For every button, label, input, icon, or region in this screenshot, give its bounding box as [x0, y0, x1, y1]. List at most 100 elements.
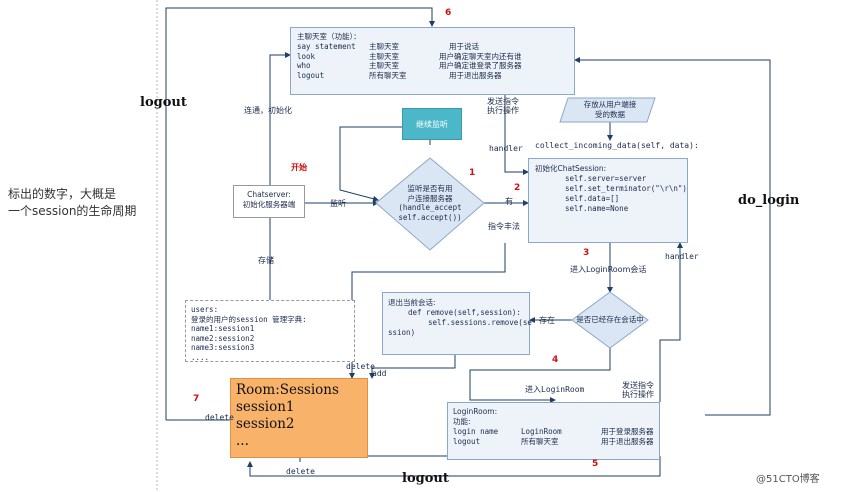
desc: 用户确定谁登录了服务器	[439, 61, 522, 70]
code-line: def remove(self,session):	[408, 308, 521, 317]
chatsession-title: 初始化ChatSession:	[535, 164, 607, 173]
code-line: self.data=[]	[565, 194, 620, 203]
side-note-line2: 一个session的生命周期	[8, 204, 137, 218]
chat-room-row: say statement 主聊天室 用于说话	[297, 42, 568, 52]
main-chat-room-box: 主聊天室（功能）： say statement 主聊天室 用于说话 look 主聊天室…	[290, 27, 575, 95]
users-line: name1:session1	[191, 324, 255, 333]
continue-listen-box: 继续监听	[402, 108, 462, 140]
decision-line: (handle_accept	[398, 203, 462, 212]
desc: 用于登录服务器	[601, 427, 654, 436]
room: 所有聊天室	[521, 436, 559, 446]
users-text: users: 登录的用户的session 管理字典: name1:session…	[191, 305, 349, 362]
cmd: say statement	[297, 42, 356, 51]
side-note-line1: 标出的数字，大概是	[8, 187, 117, 201]
chat-room-title: 主聊天室（功能）：	[297, 32, 361, 41]
login-room-subtitle: 功能:	[453, 417, 471, 426]
label-enter-login2: 进入LoginRoom	[525, 385, 585, 394]
label-send-cmd1: 发送指令	[487, 97, 519, 106]
code-line: self.name=None	[565, 204, 629, 213]
step-number-6: 6	[445, 8, 452, 18]
chatserver-box: Chatserver: 初始化服务器端	[233, 185, 305, 218]
login-room-row: logout 所有聊天室 用于退出服务器	[453, 437, 654, 447]
desc: 用于退出服务器	[449, 70, 502, 80]
exit-session-title: 退出当前会话:	[388, 298, 436, 307]
users-line: name2:session2	[191, 333, 255, 343]
decision-line: 户连接服务器	[407, 193, 453, 203]
label-do-login: do_login	[738, 193, 800, 208]
step-number-1: 1	[469, 168, 476, 178]
room: 所有聊天室	[369, 70, 407, 80]
cmd: who	[297, 61, 311, 70]
start-label: 开始	[291, 163, 307, 172]
step-number-3: 3	[583, 248, 590, 258]
label-delete2: delete	[205, 413, 234, 422]
cmd: look	[297, 51, 316, 61]
chat-room-row: look 主聊天室 用户确定聊天室内还有谁	[297, 52, 568, 62]
login-room-box: LoginRoom: 功能: login name LoginRoom 用于登录服务…	[447, 402, 660, 460]
chatserver-line2: 初始化服务器端	[242, 200, 296, 209]
collect-incoming-label: collect_incoming_data(self, data):	[535, 141, 699, 150]
code-line: self.set_terminator("\r\n")	[565, 184, 687, 193]
users-box: users: 登录的用户的session 管理字典: name1:session…	[185, 300, 355, 362]
side-note: 标出的数字，大概是 一个session的生命周期	[8, 186, 136, 220]
label-listen: 监听	[330, 199, 346, 208]
store-data-line: 存放从用户端接	[583, 100, 637, 109]
label-delete1: delete	[346, 362, 375, 371]
room-line: ...	[236, 433, 249, 449]
users-title: users:	[191, 305, 219, 314]
label-cmd-error: 指令丰法	[488, 222, 520, 231]
label-exists: 存在	[539, 316, 555, 325]
decision-in-session-text: 是否已经存在会话中	[576, 315, 644, 324]
room: LoginRoom	[521, 427, 562, 436]
label-handler2: handler	[665, 252, 699, 261]
cmd: logout	[453, 436, 481, 446]
exit-session-code: def remove(self,session): self.sessions.…	[388, 308, 532, 338]
room-line: session2	[236, 416, 295, 432]
label-connect-init: 连通，初始化	[244, 106, 292, 115]
label-add: add	[372, 369, 387, 378]
chatsession-code: self.server=server self.set_terminator("…	[535, 174, 687, 214]
label-store: 存储	[258, 256, 274, 265]
users-line: ....	[191, 352, 210, 362]
room: 主聊天室	[369, 51, 399, 61]
step-number-7: 7	[193, 394, 200, 404]
code-line: self.sessions.remove(se	[428, 318, 532, 327]
users-subtitle: 登录的用户的session 管理字典:	[191, 314, 307, 324]
decision-connect-text: 监听是否有用 户连接服务器 (handle_accept self.accept…	[392, 184, 468, 222]
chatserver-line1: Chatserver:	[247, 190, 291, 199]
label-logout-bottom: logout	[402, 471, 449, 486]
store-data-line: 受的数据	[595, 110, 625, 119]
step-number-2: 2	[514, 183, 521, 193]
desc: 用于退出服务器	[601, 436, 654, 446]
desc: 用户确定聊天室内还有谁	[439, 51, 522, 61]
decision-line: self.accept())	[398, 212, 462, 222]
code-line: self.server=server	[565, 174, 647, 183]
room: 主聊天室	[369, 42, 399, 51]
step-number-4: 4	[552, 355, 559, 365]
label-send-cmd2: 发送指令	[622, 381, 654, 390]
watermark: @51CTO博客	[756, 474, 820, 485]
label-yes: 有	[505, 197, 513, 206]
login-room-title: LoginRoom:	[453, 407, 498, 416]
exit-session-box: 退出当前会话: def remove(self,session): self.s…	[382, 292, 532, 355]
users-line: name3:session3	[191, 343, 255, 352]
label-logout-left: logout	[140, 95, 187, 110]
label-delete3: delete	[286, 467, 315, 476]
label-exec1: 执行操作	[487, 106, 519, 115]
room-line: session1	[236, 399, 295, 415]
room-sessions-box: Room:Sessions session1 session2 ...	[230, 378, 368, 458]
room-line: Room:Sessions	[236, 382, 339, 398]
label-handler1: handler	[489, 144, 523, 153]
step-number-5: 5	[592, 459, 599, 469]
login-room-row: login name LoginRoom 用于登录服务器	[453, 427, 654, 437]
cmd: login name	[453, 427, 499, 436]
code-line: ssion)	[388, 328, 416, 337]
chatsession-box: 初始化ChatSession: self.server=server self.…	[528, 158, 688, 243]
decision-line: 监听是否有用	[407, 184, 453, 193]
label-enter-login: 进入LoginRoom会话	[570, 265, 647, 274]
desc: 用于说话	[449, 42, 479, 51]
